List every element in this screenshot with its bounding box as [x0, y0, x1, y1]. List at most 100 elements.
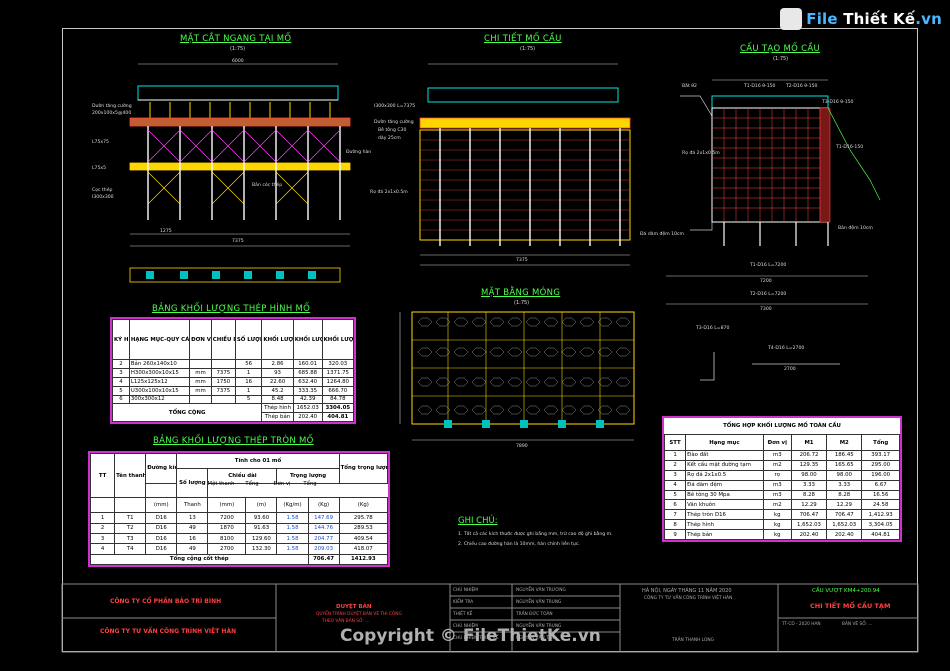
col-header: KÝ HIỆU — [112, 318, 130, 361]
table-cell: 1412.93 — [338, 553, 389, 566]
table-cell: 3.33 — [826, 479, 863, 491]
table-cell: 7375 — [210, 368, 236, 378]
notes-block: GHI CHÚ: 1. Tất cả các kích thước được g… — [458, 516, 613, 547]
table-cell: 1 — [663, 449, 687, 461]
col-header: KHỐI LƯỢNG 1 MỐ (KG) — [292, 318, 323, 361]
table-cell: 8100 — [207, 532, 247, 545]
title-block-lines — [61, 583, 919, 653]
annotation: Bê tông C30 — [378, 128, 407, 133]
table-cell: 2 — [89, 522, 116, 534]
abutment-structure-drawing — [666, 79, 881, 381]
table-cell: 4 — [112, 376, 130, 387]
table-cell: m2 — [762, 499, 792, 511]
annotation: I300x300 L=7375 — [374, 104, 416, 109]
table-cell: 91.63 — [245, 522, 278, 534]
table-cell: D16 — [145, 543, 178, 555]
annotation: Bắt θ2 — [682, 84, 697, 89]
table-cell: 409.54 — [338, 532, 389, 545]
table-cell: L125x125x12 — [128, 376, 191, 387]
table-cell: mm — [189, 376, 212, 387]
col-header: M1 — [790, 434, 828, 451]
table-cell: 196.00 — [861, 469, 900, 481]
dimension: 6000 — [232, 59, 244, 64]
table-cell: 49 — [176, 543, 209, 555]
unit-cell: (mm) — [145, 497, 178, 514]
col-header: STT — [663, 434, 687, 451]
table-cell: 1870 — [207, 522, 247, 534]
project-name: CẦU VƯỢT KM4+200.94 — [812, 588, 880, 594]
col-header: Số lượng — [176, 467, 209, 499]
person-name: TRẦN ĐỨC TOÀN — [516, 612, 553, 617]
table-cell: 144.76 — [307, 522, 340, 534]
table-cell: 16 — [234, 376, 263, 387]
table-cell: 129.60 — [245, 532, 278, 545]
table-cell: 300x300x12 — [128, 394, 191, 405]
table-cell: 2700 — [207, 543, 247, 555]
table-cell: 84.78 — [321, 394, 355, 405]
table-cell: D16 — [145, 532, 178, 545]
table-cell: 1.58 — [276, 532, 309, 545]
table-cell: 666.70 — [321, 385, 355, 396]
table-cell: m2 — [762, 459, 792, 471]
table-cell: 24.58 — [861, 499, 900, 511]
table-cell: Thép tròn D16 — [685, 509, 764, 521]
table-cell: Kết cấu mặt đường tạm — [685, 459, 764, 471]
table-cell: 206.72 — [790, 449, 828, 461]
table-cell — [210, 359, 236, 370]
table-cell: 4 — [89, 543, 116, 555]
abutment-structure-scale: (1:75) — [773, 56, 789, 62]
table-cell: Rọ đá 2x1x0.5 — [685, 469, 764, 481]
table-cell: 333.35 — [292, 385, 323, 396]
person-name: NGUYỄN VĂN TRUNG — [516, 600, 562, 605]
drawing-name: CHI TIẾT MỐ CẦU TẠM — [810, 602, 891, 610]
table-cell: Ván khuôn — [685, 499, 764, 511]
table-cell: mm — [189, 385, 212, 396]
summary-title: TỔNG HỢP KHỐI LƯỢNG MỐ TOÀN CẦU — [723, 423, 841, 430]
table-cell: 132.30 — [245, 543, 278, 555]
dimension: 7300 — [760, 307, 772, 312]
weight-subheaders: Đơn vị Tổng — [268, 481, 324, 487]
company-consultant: CÔNG TY TƯ VẤN CÔNG TRÌNH VIỆT HÀN — [100, 628, 237, 635]
table-cell: kg — [762, 519, 792, 531]
table-cell: 160.01 — [292, 359, 323, 370]
steel-shape-table: KÝ HIỆU HẠNG MỤC-QUY CÁCH ĐƠN VỊ CHIỀU D… — [110, 317, 356, 424]
sub-header: Tổng — [245, 481, 259, 487]
table-cell: 42.39 — [292, 394, 323, 405]
table-cell — [189, 394, 212, 405]
table-cell: 49 — [176, 522, 209, 534]
table-cell: 3,304.05 — [861, 519, 900, 531]
unit-cell: (Kg/m) — [276, 497, 309, 514]
table-cell: 98.00 — [790, 469, 828, 481]
table-cell: m3 — [762, 479, 792, 491]
site-logo: File Thiết Kế.vn — [780, 8, 942, 30]
table-cell: 6.67 — [861, 479, 900, 491]
annotation: Cọc thép — [92, 188, 113, 193]
col-header: Trọng lượng — [276, 467, 340, 484]
col-header: SỐ LƯỢNG (THANH, TẤM) — [234, 318, 263, 361]
table-cell: 8.28 — [826, 489, 863, 501]
summary-table: TỔNG HỢP KHỐI LƯỢNG MỐ TOÀN CẦU STT Hạng… — [662, 416, 902, 542]
foundation-plan-title: MẶT BẰNG MÓNG — [481, 288, 561, 298]
col-header: HẠNG MỤC-QUY CÁCH — [128, 318, 191, 361]
table-cell: 93.60 — [245, 512, 278, 524]
table-cell: mm — [189, 368, 212, 378]
table-cell: U300x100x10x15 — [128, 385, 191, 396]
table-cell: 3304.05 — [321, 403, 355, 414]
annotation: T3-D16 L=870 — [696, 326, 730, 331]
annotation: Bản cóc thép — [252, 183, 283, 188]
annotation: T2-D16 L=7200 — [750, 292, 787, 297]
dimension: 7200 — [760, 279, 772, 284]
col-header: M2 — [826, 434, 863, 451]
